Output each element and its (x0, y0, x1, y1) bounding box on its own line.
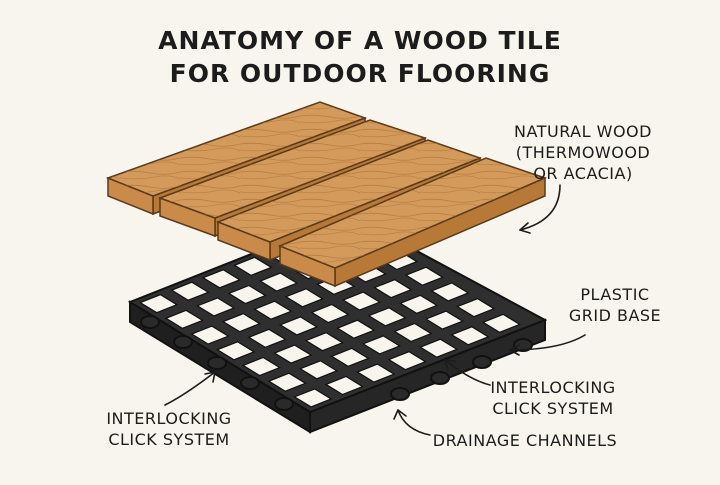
grid-opening (387, 350, 427, 371)
grid-opening (267, 372, 307, 392)
grid-opening (298, 360, 339, 380)
grid-opening (273, 344, 313, 364)
grid-opening (241, 356, 282, 377)
arrow-drainage (393, 409, 431, 436)
grid-opening (424, 310, 464, 330)
grid-opening (284, 288, 324, 308)
grid-opening (138, 293, 179, 314)
plank-grain (280, 158, 545, 268)
grid-opening (336, 319, 376, 339)
label-interlocking-right-line-1: INTERLOCKING (490, 378, 616, 397)
label-interlocking-left: INTERLOCKING CLICK SYSTEM (94, 408, 244, 450)
plank-grain (160, 120, 425, 218)
label-plastic-grid-line-1: PLASTIC (580, 285, 650, 304)
arrow-natural-wood (519, 184, 561, 234)
label-natural-wood-line-3: OR ACACIA) (533, 164, 633, 183)
grid-opening (221, 312, 262, 333)
grid-opening (216, 341, 256, 361)
callout-arrows (164, 184, 586, 436)
grid-opening (278, 316, 319, 336)
grid-opening (373, 278, 413, 299)
diagram-title: ANATOMY OF A WOOD TILE FOR OUTDOOR FLOOR… (0, 24, 720, 90)
arrow-interlocking-right (444, 359, 491, 386)
grid-opening (456, 297, 496, 318)
label-natural-wood-line-2: (THERMOWOOD (515, 143, 651, 162)
label-natural-wood-line-1: NATURAL WOOD (514, 122, 652, 141)
grid-opening (310, 303, 350, 324)
grid-opening (404, 266, 444, 286)
grid-opening (418, 338, 459, 358)
grid-opening (190, 325, 230, 345)
grid-opening (293, 388, 333, 408)
label-plastic-grid-line-2: GRID BASE (568, 306, 662, 325)
grid-opening (393, 322, 433, 343)
title-line-2: FOR OUTDOOR FLOORING (169, 59, 551, 88)
label-interlocking-right: INTERLOCKING CLICK SYSTEM (478, 377, 628, 419)
grid-opening (430, 282, 470, 302)
grid-opening (341, 291, 382, 311)
plank-grain (218, 140, 480, 242)
grid-opening (304, 331, 344, 352)
label-drainage: DRAINAGE CHANNELS (425, 430, 625, 451)
label-plastic-grid: PLASTIC GRID BASE (555, 284, 675, 326)
grid-opening (481, 313, 522, 334)
grid-opening (164, 309, 204, 330)
title-line-1: ANATOMY OF A WOOD TILE (158, 26, 562, 55)
arrow-interlocking-left (164, 371, 216, 406)
label-drainage-line-1: DRAINAGE CHANNELS (432, 431, 618, 450)
plank-grain (108, 102, 365, 196)
grid-opening (170, 281, 210, 301)
grid-opening (324, 375, 364, 396)
grid-opening (247, 328, 287, 349)
grid-opening (330, 347, 370, 368)
grid-opening (367, 307, 407, 327)
label-interlocking-left-line-2: CLICK SYSTEM (108, 430, 230, 449)
label-interlocking-left-line-1: INTERLOCKING (106, 409, 232, 428)
grid-opening (233, 256, 273, 277)
label-natural-wood: NATURAL WOOD (THERMOWOOD OR ACACIA) (508, 121, 658, 184)
click-tabs-left (140, 315, 294, 411)
click-tabs-right (390, 338, 533, 401)
label-interlocking-right-line-2: CLICK SYSTEM (492, 399, 614, 418)
grid-opening (258, 272, 299, 292)
grid-opening (398, 294, 439, 315)
arrow-plastic-grid (509, 334, 586, 356)
grid-opening (196, 297, 236, 317)
grid-opening (227, 284, 267, 305)
grid-opening (361, 335, 402, 355)
grid-opening (253, 300, 293, 320)
grid-opening (450, 326, 490, 346)
grid-opening (356, 363, 396, 383)
grid-opening (201, 269, 242, 289)
wood-planks (105, 101, 548, 288)
